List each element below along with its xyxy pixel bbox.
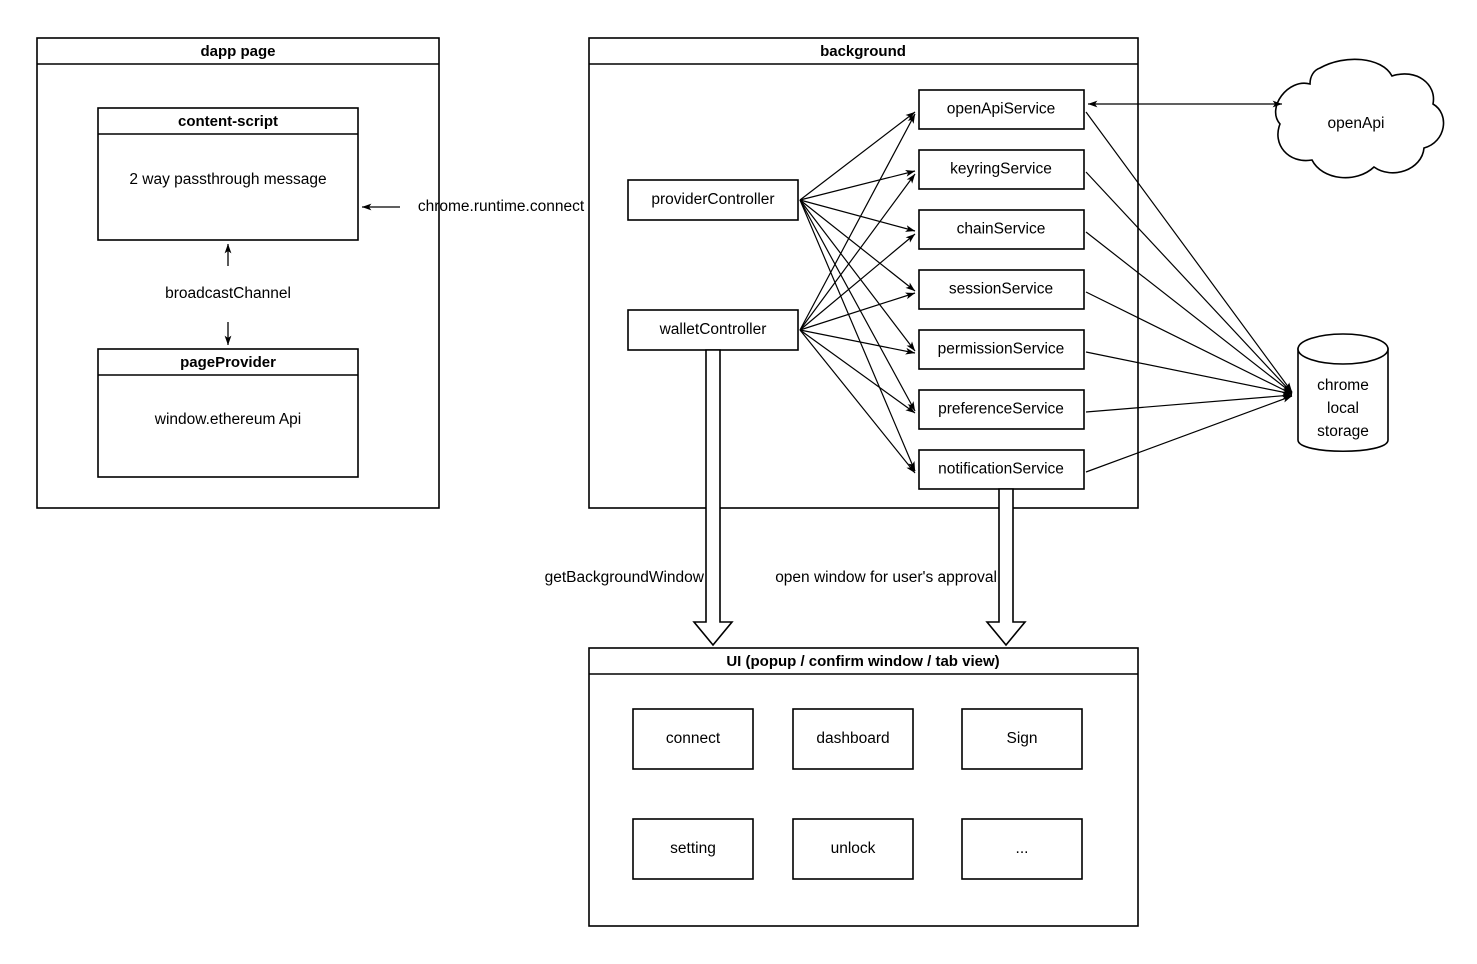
broadcast-channel-label: broadcastChannel xyxy=(165,285,291,302)
provider-controller-label: providerController xyxy=(651,191,774,208)
ui-button-unlock-label: unlock xyxy=(831,840,876,857)
ui-button-more[interactable]: ... xyxy=(961,818,1083,880)
dapp-page-title: dapp page xyxy=(200,43,275,60)
ui-container: UI (popup / confirm window / tab view) xyxy=(588,647,1139,927)
open-api-cloud: openApi xyxy=(1274,58,1445,179)
ui-button-setting-label: setting xyxy=(670,840,716,857)
ui-button-connect-label: connect xyxy=(666,730,721,747)
open-api-service-box: openApiService xyxy=(918,89,1085,130)
chrome-local-storage-cylinder: chrome local storage xyxy=(1297,333,1389,452)
ui-button-sign[interactable]: Sign xyxy=(961,708,1083,770)
content-script-title: content-script xyxy=(178,113,278,130)
notification-service-label: notificationService xyxy=(938,461,1064,478)
keyring-service-box: keyringService xyxy=(918,149,1085,190)
chain-service-label: chainService xyxy=(957,221,1046,238)
open-api-label: openApi xyxy=(1328,115,1385,132)
page-provider-body: window.ethereum Api xyxy=(154,411,301,428)
ui-button-more-label: ... xyxy=(1016,840,1029,857)
page-provider-title: pageProvider xyxy=(180,354,276,371)
ui-button-dashboard[interactable]: dashboard xyxy=(792,708,914,770)
chrome-local-storage-line-1: chrome xyxy=(1317,377,1369,394)
preference-service-box: preferenceService xyxy=(918,389,1085,430)
ui-button-unlock[interactable]: unlock xyxy=(792,818,914,880)
get-background-window-arrow xyxy=(692,349,734,647)
get-background-window-label: getBackgroundWindow xyxy=(545,569,705,586)
content-script-body: 2 way passthrough message xyxy=(129,171,326,188)
open-window-approval-arrow xyxy=(985,488,1027,647)
services-to-storage-edges xyxy=(1085,111,1293,473)
background-title: background xyxy=(820,43,906,60)
chain-service-box: chainService xyxy=(918,209,1085,250)
provider-controller-edges xyxy=(799,111,916,472)
open-api-service-label: openApiService xyxy=(947,101,1056,118)
page-provider-box: pageProvider window.ethereum Api xyxy=(97,348,359,478)
ui-title: UI (popup / confirm window / tab view) xyxy=(726,653,999,670)
ui-button-setting[interactable]: setting xyxy=(632,818,754,880)
chrome-runtime-connect-label: chrome.runtime.connect xyxy=(418,198,585,215)
ui-button-dashboard-label: dashboard xyxy=(816,730,889,747)
preference-service-label: preferenceService xyxy=(938,401,1064,418)
session-service-label: sessionService xyxy=(949,281,1053,298)
provider-controller-box: providerController xyxy=(627,179,799,221)
ui-button-connect[interactable]: connect xyxy=(632,708,754,770)
session-service-box: sessionService xyxy=(918,269,1085,310)
chrome-local-storage-line-3: storage xyxy=(1317,423,1369,440)
keyring-service-label: keyringService xyxy=(950,161,1052,178)
wallet-controller-box: walletController xyxy=(627,309,799,351)
chrome-local-storage-line-2: local xyxy=(1327,400,1359,417)
permission-service-label: permissionService xyxy=(938,341,1065,358)
wallet-controller-label: walletController xyxy=(659,321,767,338)
open-window-approval-label: open window for user's approval xyxy=(775,569,997,586)
content-script-box: content-script 2 way passthrough message xyxy=(97,107,359,241)
notification-service-box: notificationService xyxy=(918,449,1085,490)
wallet-controller-edges xyxy=(799,113,916,474)
permission-service-box: permissionService xyxy=(918,329,1085,370)
ui-button-sign-label: Sign xyxy=(1006,730,1037,747)
